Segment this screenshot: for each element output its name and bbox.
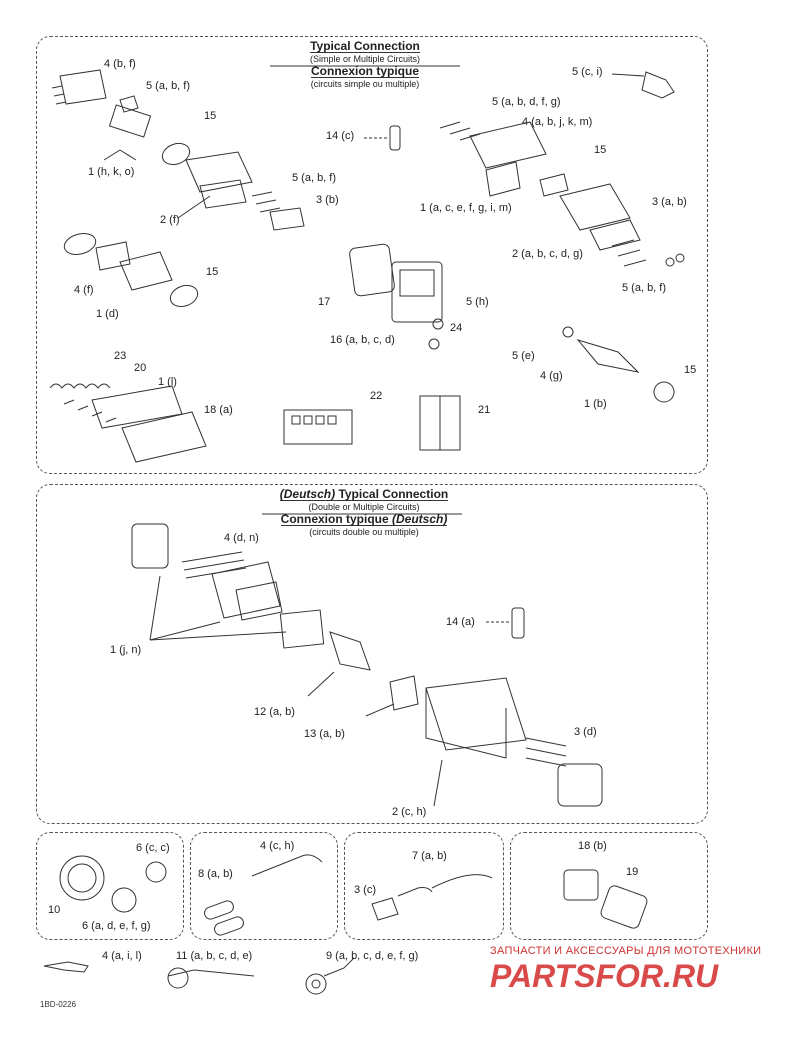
deutsch-title-fr: Connexion typique (Deutsch) bbox=[280, 512, 448, 526]
partsfor-logo: PARTSFOR.RU bbox=[490, 958, 719, 993]
callout-label: 1 (d) bbox=[96, 308, 119, 320]
callout-label: 24 bbox=[450, 322, 463, 334]
bottom-panel-2 bbox=[190, 832, 338, 940]
callout-label: 1 (h, k, o) bbox=[88, 166, 135, 178]
callout-label: 23 bbox=[114, 350, 127, 362]
subtitle-en: (Simple or Multiple Circuits) bbox=[309, 54, 421, 64]
callout-label: 19 bbox=[626, 866, 639, 878]
watermark-text: ЗАПЧАСТИ И АКСЕССУАРЫ ДЛЯ МОТОТЕХНИКИ bbox=[490, 945, 762, 957]
callout-label: 3 (b) bbox=[316, 194, 339, 206]
callout-label: 8 (a, b) bbox=[198, 868, 233, 880]
callout-label: 7 (a, b) bbox=[412, 850, 447, 862]
callout-label: 15 bbox=[204, 110, 217, 122]
callout-label: 14 (c) bbox=[326, 130, 355, 142]
callout-label: 5 (h) bbox=[466, 296, 489, 308]
callout-label: 5 (a, b, f) bbox=[146, 80, 191, 92]
bottom-panel-3 bbox=[344, 832, 504, 940]
callout-label: 3 (d) bbox=[574, 726, 597, 738]
callout-label: 4 (c, h) bbox=[260, 840, 295, 852]
callout-label: 4 (a, i, l) bbox=[102, 950, 142, 962]
top-panel bbox=[36, 36, 708, 474]
callout-label: 12 (a, b) bbox=[254, 706, 295, 718]
subtitle-fr: (circuits simple ou multiple) bbox=[310, 79, 420, 89]
callout-label: 4 (f) bbox=[74, 284, 94, 296]
callout-label: 1 (a, c, e, f, g, i, m) bbox=[420, 202, 512, 214]
callout-label: 5 (a, b, f) bbox=[292, 172, 337, 184]
callout-label: 20 bbox=[134, 362, 147, 374]
callout-label: 4 (a, b, j, k, m) bbox=[522, 116, 593, 128]
callout-label: 14 (a) bbox=[446, 616, 475, 628]
callout-label: 13 (a, b) bbox=[304, 728, 345, 740]
title-en: Typical Connection bbox=[310, 39, 420, 53]
callout-label: 5 (a, b, d, f, g) bbox=[492, 96, 561, 108]
callout-label: 6 (c, c) bbox=[136, 842, 170, 854]
bottom-panel-4 bbox=[510, 832, 708, 940]
callout-label: 11 (a, b, c, d, e) bbox=[176, 950, 253, 962]
bottom-panel-1 bbox=[36, 832, 184, 940]
callout-label: 5 (c, i) bbox=[572, 66, 603, 78]
callout-label: 21 bbox=[478, 404, 491, 416]
callout-label: 3 (a, b) bbox=[652, 196, 687, 208]
callout-label: 1 (b) bbox=[584, 398, 607, 410]
deutsch-panel bbox=[36, 484, 708, 824]
callout-label: 4 (d, n) bbox=[224, 532, 259, 544]
callout-label: 1 (j, n) bbox=[110, 644, 142, 656]
top-panel-header: Typical Connection (Simple or Multiple C… bbox=[260, 40, 470, 90]
callout-label: 9 (a, b, c, d, e, f, g) bbox=[326, 950, 419, 962]
callout-label: 2 (f) bbox=[160, 214, 180, 226]
callout-label: 1 (l) bbox=[158, 376, 177, 388]
deutsch-subtitle-fr: (circuits double ou multiple) bbox=[309, 527, 419, 537]
drawing-code: 1BD-0226 bbox=[40, 1000, 77, 1009]
callout-label: 18 (a) bbox=[204, 404, 233, 416]
callout-label: 6 (a, d, e, f, g) bbox=[82, 920, 151, 932]
callout-label: 2 (a, b, c, d, g) bbox=[512, 248, 583, 260]
callout-label: 2 (c, h) bbox=[392, 806, 427, 818]
callout-label: 10 bbox=[48, 904, 61, 916]
title-fr: Connexion typique bbox=[311, 64, 419, 78]
callout-label: 5 (a, b, f) bbox=[622, 282, 667, 294]
callout-label: 17 bbox=[318, 296, 331, 308]
callout-label: 16 (a, b, c, d) bbox=[330, 334, 395, 346]
callout-label: 4 (b, f) bbox=[104, 58, 136, 70]
deutsch-panel-header: (Deutsch) Typical Connection (Double or … bbox=[254, 488, 474, 538]
callout-label: 3 (c) bbox=[354, 884, 376, 896]
callout-label: 15 bbox=[684, 364, 697, 376]
callout-label: 4 (g) bbox=[540, 370, 563, 382]
deutsch-title-en: (Deutsch) Typical Connection bbox=[279, 487, 449, 501]
deutsch-subtitle-en: (Double or Multiple Circuits) bbox=[308, 502, 420, 512]
callout-label: 15 bbox=[594, 144, 607, 156]
callout-label: 22 bbox=[370, 390, 383, 402]
callout-label: 18 (b) bbox=[578, 840, 607, 852]
callout-label: 15 bbox=[206, 266, 219, 278]
logo-text: PARTSFOR.RU bbox=[490, 958, 719, 993]
callout-label: 5 (e) bbox=[512, 350, 535, 362]
